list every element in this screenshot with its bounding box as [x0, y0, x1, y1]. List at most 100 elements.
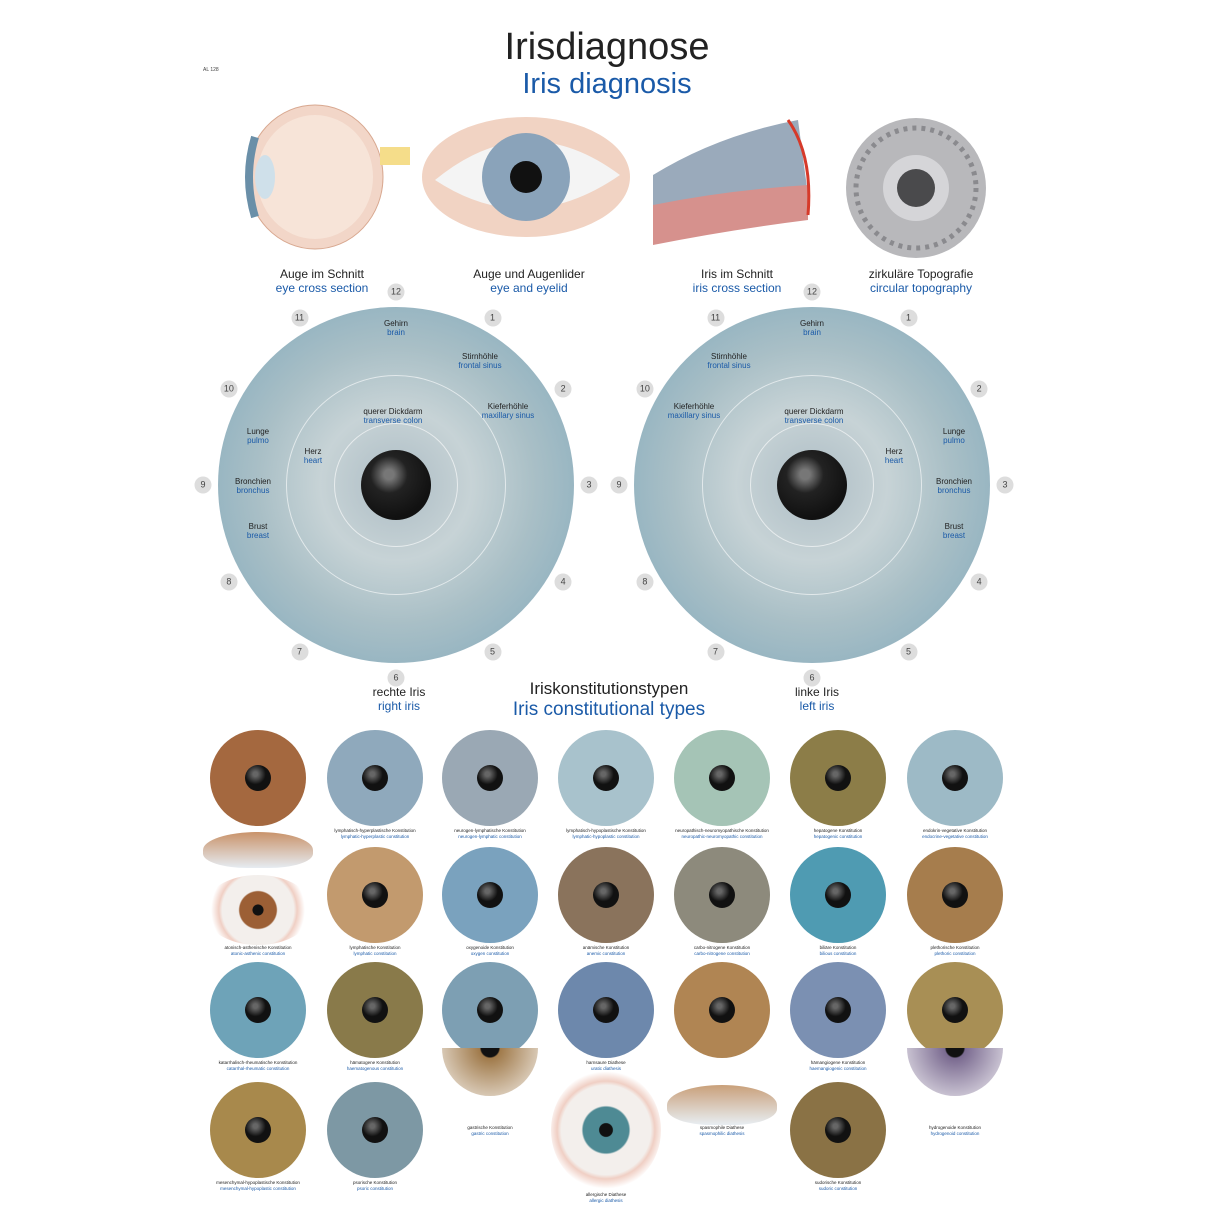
caption-en: lymphatic-hyperplastic constitution: [340, 834, 410, 839]
clock-number-marker: 4: [554, 573, 572, 590]
iris-type-image: [790, 1082, 886, 1178]
caption-en: mesenchymal-hypoplastic constitution: [220, 1186, 296, 1191]
clock-number-marker: 7: [291, 643, 308, 661]
caption-de: hydrogenoide Konstitution: [928, 1125, 982, 1130]
half-iris-illustration: [907, 1048, 1003, 1096]
caption-de: hepatogene Konstitution: [813, 828, 863, 833]
clock-number-marker: 1: [900, 309, 917, 327]
eye-illustration: [551, 1070, 661, 1190]
caption-en: spasmophilic diathesis: [699, 1131, 745, 1136]
clock-number-marker: 8: [636, 573, 654, 590]
pupil: [593, 882, 619, 908]
iris-type-image: [442, 962, 538, 1058]
organ-label-en: heart: [303, 456, 323, 465]
pupil: [777, 450, 847, 520]
organ-label-de: Stirnhöhle: [461, 352, 499, 361]
caption-de: allergische Diathese: [585, 1192, 627, 1197]
iris-type-image: [907, 962, 1003, 1058]
iris-type-image: [674, 962, 770, 1058]
caption-en: haematogenous constitution: [346, 1066, 404, 1071]
caption-de: lymphatische Konstitution: [349, 945, 401, 950]
pupil: [362, 1117, 388, 1143]
caption-de: neuropathisch-neuromyopathische Konstitu…: [675, 828, 769, 833]
caption-en: plethoric constitution: [934, 951, 976, 956]
pupil: [245, 997, 271, 1023]
iris-zone-ring: [749, 422, 875, 548]
caption-en: allergic diathesis: [589, 1198, 623, 1203]
clock-number-marker: 11: [291, 309, 308, 327]
product-code: AL 128: [203, 67, 219, 73]
caption-en: gastric constitution: [471, 1131, 509, 1136]
caption-de: lymphatisch-hypoplastische Konstitution: [566, 828, 646, 833]
organ-label-de: Kieferhöhle: [673, 402, 715, 411]
caption-en: hydrogenoid constitution: [930, 1131, 980, 1136]
caption-en: oxygen constitution: [470, 951, 510, 956]
organ-label-en: transverse colon: [363, 416, 423, 425]
iris-type-image: [210, 962, 306, 1058]
eyelid-section-illustration: [203, 832, 313, 868]
iris-zone-ring: [701, 374, 923, 596]
caption-en: neurogen-lymphatic constitution: [458, 834, 522, 839]
iris-type-image: [907, 730, 1003, 826]
caption-de: carbo-nitrogene Konstitution: [693, 945, 751, 950]
pupil: [362, 997, 388, 1023]
iris-type-caption: neuropathisch-neuromyopathische Konstitu…: [675, 828, 769, 840]
caption-en: atonic-asthenic constitution: [230, 951, 286, 956]
iris-cross-section-illustration: [653, 119, 811, 245]
pupil: [825, 1117, 851, 1143]
clock-number-marker: 2: [970, 380, 988, 397]
clock-number-marker: 9: [194, 476, 212, 494]
organ-label-de: Lunge: [246, 427, 270, 436]
caption-de: spasmophile Diathese: [699, 1125, 745, 1130]
organ-label-de: querer Dickdarm: [784, 407, 844, 416]
pupil: [593, 997, 619, 1023]
caption-de: atonisch-asthenische Konstitution: [224, 945, 292, 950]
clock-number-marker: 6: [803, 669, 821, 687]
organ-label-en: frontal sinus: [707, 361, 751, 370]
clock-number-marker: 5: [484, 643, 501, 661]
iris-type-image: [674, 730, 770, 826]
iris-type-image: [790, 962, 886, 1058]
organ-label-de: Gehirn: [799, 319, 825, 328]
clock-number-marker: 12: [803, 283, 821, 301]
iris-type-image: [327, 847, 423, 943]
pupil: [709, 765, 735, 791]
iris-type-image: [558, 847, 654, 943]
clock-number-marker: 10: [220, 380, 238, 397]
caption-en: sudoric constitution: [818, 1186, 858, 1191]
organ-label-en: breast: [246, 531, 270, 540]
caption-en: psoric constitution: [356, 1186, 394, 1191]
clock-number-marker: 10: [636, 380, 654, 397]
caption-de: mesenchymal-hypoplastische Konstitution: [216, 1180, 300, 1185]
organ-label-en: heart: [884, 456, 904, 465]
caption-de: biliäre Konstitution: [819, 945, 857, 950]
organ-label-en: frontal sinus: [458, 361, 502, 370]
caption-de: psorische Konstitution: [352, 1180, 398, 1185]
organ-label-de: Bronchien: [234, 477, 272, 486]
caption-en: endocrine-vegetative constitution: [922, 834, 988, 839]
